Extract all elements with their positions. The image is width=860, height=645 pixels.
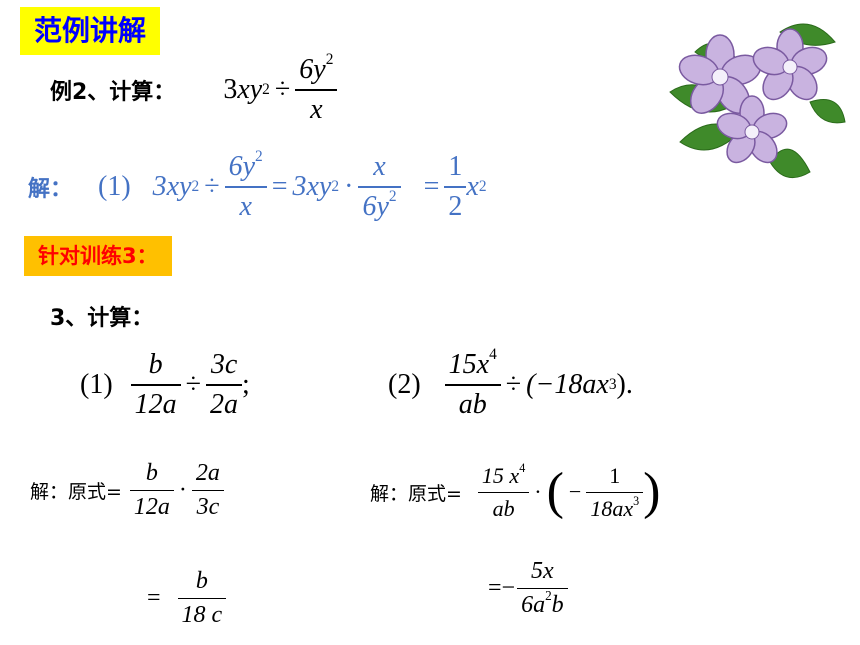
answer2-f2-den: 18ax (590, 495, 634, 521)
answer2-left-paren: ( (546, 463, 564, 520)
exercise2-fraction: 15x4 ab (444, 346, 501, 421)
example-frac-num: 6y (299, 54, 326, 85)
answer2-row: 解：原式= 15 x4 ab · ( − 1 18ax3 ) (370, 452, 660, 532)
answer2-dot: · (534, 479, 542, 504)
example-row: 例2、计算： 3 xy 2 ÷ 6y2 x (50, 45, 338, 135)
practice-heading: 针对训练3： (24, 236, 172, 276)
answer1-f2-den: 3c (196, 493, 220, 520)
solution1-f2-den: 6y (362, 191, 389, 222)
answer2-f2-num: 1 (609, 462, 621, 488)
solution1-eq2: = (423, 171, 440, 202)
exercise1-b-num: 3c (210, 349, 238, 380)
answer2-res-num: 5x (531, 557, 554, 584)
solution1-mid: 3xy (292, 171, 332, 202)
answer1-f1-den: 12a (133, 493, 170, 520)
exercise-label: 3、计算： (50, 306, 154, 331)
answer2-f2-den-exp: 3 (633, 493, 640, 508)
solution1-f2-den-exp: 2 (388, 188, 397, 206)
answer2-fraction1: 15 x4 ab (477, 460, 530, 522)
exercise1-row: (1) b 12a ÷ 3c 2a ; (80, 340, 250, 430)
example-coef: 3 (223, 74, 238, 105)
solution1-div: ÷ (204, 171, 220, 202)
example-div: ÷ (274, 74, 291, 105)
exercise2-end: ). (616, 369, 633, 400)
solution1-index: (1) (98, 171, 131, 202)
answer1-fraction2: 2a 3c (191, 459, 224, 521)
exercise2-a-num-exp: 4 (489, 346, 497, 364)
solution1-result-fraction: 1 2 (444, 151, 467, 223)
answer2-fraction2: 1 18ax3 (586, 462, 644, 522)
flower-image (669, 23, 846, 179)
solution1-res-var: x (466, 171, 479, 202)
exercise1-a-den: 12a (134, 389, 177, 420)
answer1-eq: = (147, 584, 161, 611)
section-heading: 范例讲解 (20, 7, 161, 55)
exercise1-b-den: 2a (210, 389, 239, 420)
example-frac-den: x (310, 94, 323, 125)
answer2-minus: − (568, 479, 582, 504)
answer1-label: 解：原式= (30, 480, 122, 503)
exercise1-div: ÷ (185, 369, 202, 400)
solution1-res-den: 2 (448, 191, 463, 222)
answer1-row: 解：原式= b 12a · 2a 3c (30, 450, 224, 530)
exercise2-paren: (−18ax (526, 369, 609, 400)
solution1-eq: = (271, 171, 288, 202)
exercise1-index: (1) (80, 369, 113, 400)
answer2-result-row: =− 5x 6a2b (488, 548, 568, 628)
solution1-label: 解： (28, 177, 73, 202)
answer1-fraction1: b 12a (129, 459, 174, 521)
answer2-eq: =− (488, 574, 516, 601)
solution1-f1-den: x (239, 191, 252, 222)
answer1-res-num: b (195, 567, 208, 594)
solution1-f1-num: 6y (228, 151, 256, 182)
section-heading-label: 范例讲解 (34, 14, 147, 47)
exercise2-a-num: 15x (448, 349, 490, 380)
answer1-f2-num: 2a (195, 459, 220, 486)
example-label: 例2、计算： (50, 80, 176, 105)
solution1-fraction2: x 6y2 (358, 151, 401, 223)
solution1-lhs: 3xy (152, 171, 192, 202)
solution1-f2-num: x (373, 151, 386, 182)
exercise1-a-num: b (148, 349, 163, 380)
answer2-f1-num: 15 x (481, 462, 520, 488)
exercise1-fraction2: 3c 2a (206, 349, 243, 421)
answer1-res-den: 18 c (181, 601, 223, 628)
example-fraction: 6y2 x (295, 51, 338, 126)
practice-heading-label: 针对训练3： (38, 244, 158, 268)
exercise1-end: ; (242, 369, 250, 400)
solution1-dot: · (344, 171, 354, 202)
answer2-label: 解：原式= (370, 482, 462, 505)
exercise2-index: (2) (388, 369, 421, 400)
answer2-res-den-b: b (551, 591, 564, 618)
exercise1-fraction1: b 12a (130, 349, 181, 421)
solution1-fraction1: 6y2 x (224, 148, 267, 223)
answer2-f1-num-exp: 4 (519, 460, 526, 475)
answer2-result-fraction: 5x 6a2b (517, 558, 568, 619)
answer2-f1-den: ab (492, 495, 515, 521)
answer1-f1-num: b (145, 459, 158, 486)
answer2-right-paren: ) (643, 463, 661, 520)
exercise2-div: ÷ (505, 369, 522, 400)
answer2-res-den-a: 6a (521, 591, 546, 618)
exercise2-a-den: ab (458, 389, 487, 420)
example-var: xy (237, 74, 263, 105)
answer1-result-row: = b 18 c (142, 558, 227, 638)
answer1-dot: · (178, 476, 187, 503)
answer2-res-den-exp: 2 (545, 587, 552, 603)
solution1-res-num: 1 (448, 151, 463, 182)
solution1-f1-num-exp: 2 (255, 148, 263, 166)
example-frac-num-exp: 2 (325, 51, 334, 69)
answer1-result-fraction: b 18 c (177, 567, 227, 629)
